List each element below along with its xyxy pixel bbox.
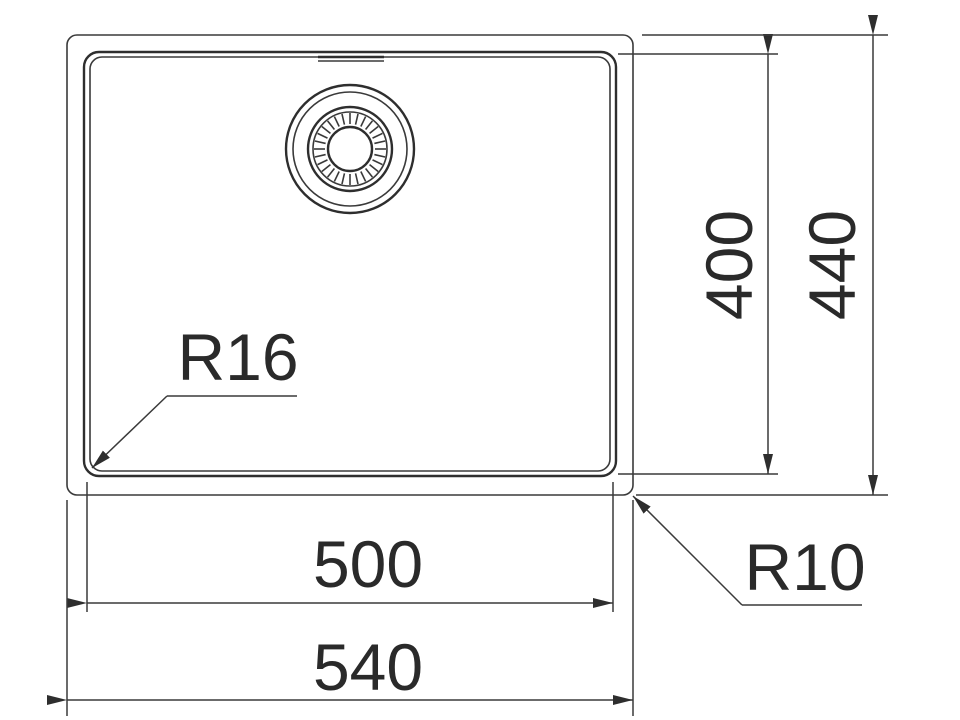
outer-width-label: 540 [313, 630, 423, 704]
strainer-slot [374, 140, 386, 145]
inner-radius-label: R16 [177, 320, 298, 394]
strainer-slot [333, 116, 340, 127]
strainer-slot [360, 171, 367, 182]
callout-outer-radius: R10 [632, 495, 866, 606]
outer-radius-label: R10 [744, 530, 865, 604]
dimension-inner-depth: 400 [618, 34, 778, 475]
strainer-slot [372, 132, 383, 139]
strainer-slot [372, 159, 383, 166]
strainer-slot [354, 113, 359, 125]
overflow-slot [318, 55, 384, 62]
strainer-slot [364, 120, 374, 130]
strainer-slot [321, 163, 331, 173]
outer-rim [66, 34, 634, 496]
strainer-slot [360, 116, 367, 127]
inner-depth-label: 400 [692, 210, 766, 320]
strainer-slot [374, 153, 386, 158]
strainer-slot [341, 173, 346, 185]
outer-depth-label: 440 [795, 210, 869, 320]
strainer-slot [369, 125, 379, 135]
dimension-inner-width: 500 [67, 482, 614, 612]
strainer-slot [317, 132, 328, 139]
callout-inner-radius: R16 [91, 320, 299, 469]
dimension-outer-width: 540 [47, 500, 634, 716]
strainer-slot [354, 173, 359, 185]
dimension-outer-depth: 440 [636, 15, 888, 496]
inner-width-label: 500 [313, 527, 423, 601]
strainer-slot [333, 171, 340, 182]
strainer-slot [326, 168, 336, 178]
strainer-slot [321, 125, 331, 135]
strainer-slot [326, 120, 336, 130]
strainer-slot [317, 159, 328, 166]
drain-strainer [284, 83, 416, 215]
inner-bowl [82, 50, 618, 478]
strainer-slot [364, 168, 374, 178]
strainer-slot [369, 163, 379, 173]
strainer-slot [341, 113, 346, 125]
strainer-slot [314, 153, 326, 158]
strainer-slot [314, 140, 326, 145]
